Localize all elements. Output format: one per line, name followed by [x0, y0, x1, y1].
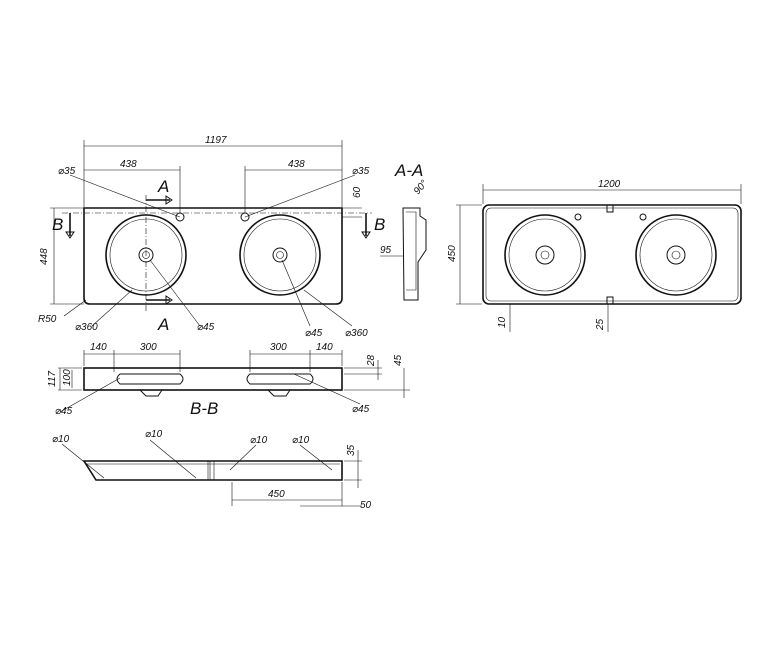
dim-bb-right-140: 140: [316, 342, 333, 353]
top-view: 1197 438 438 ⌀35 ⌀35 60 448 R50 ⌀360 ⌀36…: [38, 135, 385, 339]
bottom-view: 1200 450 10 25: [447, 179, 742, 332]
dim-bb-h45: 45: [393, 354, 404, 366]
dim-bb-h100: 100: [62, 369, 73, 386]
dim-basin-left: ⌀360: [75, 322, 98, 333]
dim-bb-left-300: 300: [140, 342, 157, 353]
dim-basin-offset-right: 438: [288, 159, 305, 170]
section-b-b: 140 300 300 140 117 100 28 45 ⌀45 ⌀45 B-…: [47, 342, 410, 418]
basin-right-inner: [243, 218, 317, 292]
bottom-basin-right: [635, 214, 717, 296]
dim-bb-right-300: 300: [270, 342, 287, 353]
section-aa-title: A-A: [394, 161, 423, 180]
dim-lower-d10-d: ⌀10: [292, 435, 310, 446]
section-b-left: B: [52, 215, 63, 234]
dim-lower-h35: 35: [346, 444, 357, 456]
lower-slab: [82, 460, 343, 481]
dim-corner-radius: R50: [38, 314, 57, 325]
dim-drain-left: ⌀45: [197, 322, 215, 333]
dim-bottom-width: 1200: [598, 179, 621, 190]
dim-basin-offset-left: 438: [120, 159, 137, 170]
dim-lower-450: 450: [268, 489, 285, 500]
dim-tap-edge: 60: [352, 186, 363, 198]
dim-bottom-edge: 10: [497, 316, 508, 328]
dim-section-depth: 95: [380, 245, 392, 256]
basin-right: [239, 214, 321, 296]
bottom-outline: [482, 204, 742, 305]
countertop-outline: [83, 207, 343, 305]
section-bb-title: B-B: [190, 399, 218, 418]
section-b-right: B: [374, 215, 385, 234]
dim-bb-left-140: 140: [90, 342, 107, 353]
dim-bb-h28: 28: [366, 354, 377, 367]
dim-tap-hole-right: ⌀35: [352, 166, 370, 177]
dim-overall-width: 1197: [205, 135, 227, 146]
section-a-a: A-A 90° 95: [380, 161, 430, 301]
dim-lower-d10-c: ⌀10: [250, 435, 268, 446]
bottom-basin-left: [504, 214, 586, 296]
dim-bb-drain-right: ⌀45: [352, 404, 370, 415]
dim-tap-hole-left: ⌀35: [58, 166, 76, 177]
drain-right: [272, 247, 288, 263]
bb-slot-right: [246, 373, 314, 385]
angle-90: 90°: [412, 178, 430, 197]
dim-bottom-depth: 450: [447, 245, 458, 262]
lower-profile: ⌀10 ⌀10 ⌀10 ⌀10 35 450 50: [52, 429, 372, 511]
dim-bb-h117: 117: [47, 371, 58, 387]
section-a-top: A: [157, 177, 169, 196]
dim-lower-50: 50: [360, 500, 372, 511]
dim-bottom-notch: 25: [595, 318, 606, 331]
drain-right-core: [276, 251, 284, 259]
dim-lower-d10-b: ⌀10: [145, 429, 163, 440]
bb-slot-left: [116, 373, 184, 385]
dim-basin-right: ⌀360: [345, 328, 368, 339]
dim-lower-d10-a: ⌀10: [52, 434, 70, 445]
section-a-bottom: A: [157, 315, 169, 334]
bb-slab: [83, 367, 343, 391]
dim-drain-right: ⌀45: [305, 328, 323, 339]
dim-depth: 448: [39, 248, 50, 265]
dim-bb-drain-left: ⌀45: [55, 406, 73, 417]
section-aa-profile: [402, 207, 427, 301]
